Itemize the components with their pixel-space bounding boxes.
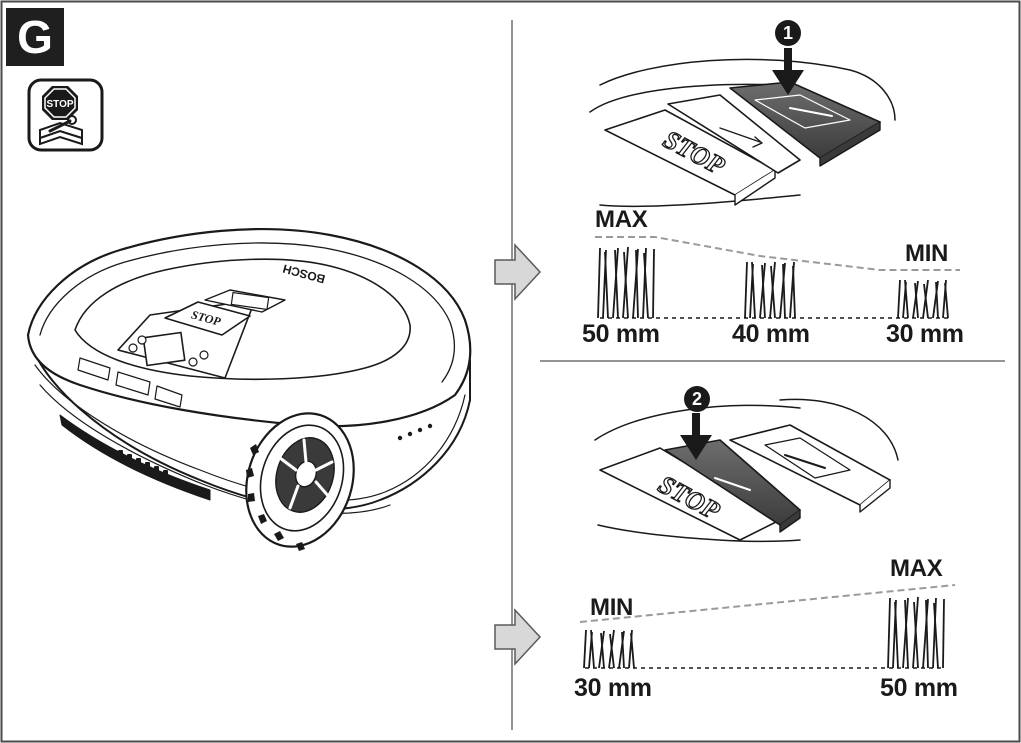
panel-1-max-label: MAX [595,206,648,233]
grass-tuft-30mm-b [583,629,635,669]
step-2-badge: 2 [684,386,710,412]
panel-1-min-label: MIN [905,240,949,267]
panel-1-height-30: 30 mm [886,320,964,348]
grass-tuft-50mm [597,246,655,319]
panel-1-height-40: 40 mm [732,320,810,348]
panel-1-grass [595,236,960,319]
panel-1-detail [589,48,896,208]
panel-1-height-line [595,236,960,271]
stop-manual-icon: STOP [27,78,104,152]
panel-2-detail [594,398,899,543]
step-arrow-2 [494,608,542,666]
panel-2-height-50: 50 mm [880,674,958,702]
grass-tuft-30mm [897,279,949,319]
robot-wheel [245,412,355,551]
panel-2-grass [579,584,956,669]
panel-1-height-50: 50 mm [582,320,660,348]
step-arrow-1 [494,243,542,301]
panel-2-min-label: MIN [590,594,634,621]
step-1-badge: 1 [775,20,801,46]
panel-2-max-label: MAX [890,555,943,582]
panel-2-height-30: 30 mm [574,674,652,702]
grass-tuft-50mm-b [887,596,945,669]
stop-sign-text: STOP [46,99,73,110]
robot-mower [26,228,472,551]
grass-tuft-40mm [744,261,796,319]
panel-2-height-line [579,584,956,623]
section-badge: G [6,8,64,66]
